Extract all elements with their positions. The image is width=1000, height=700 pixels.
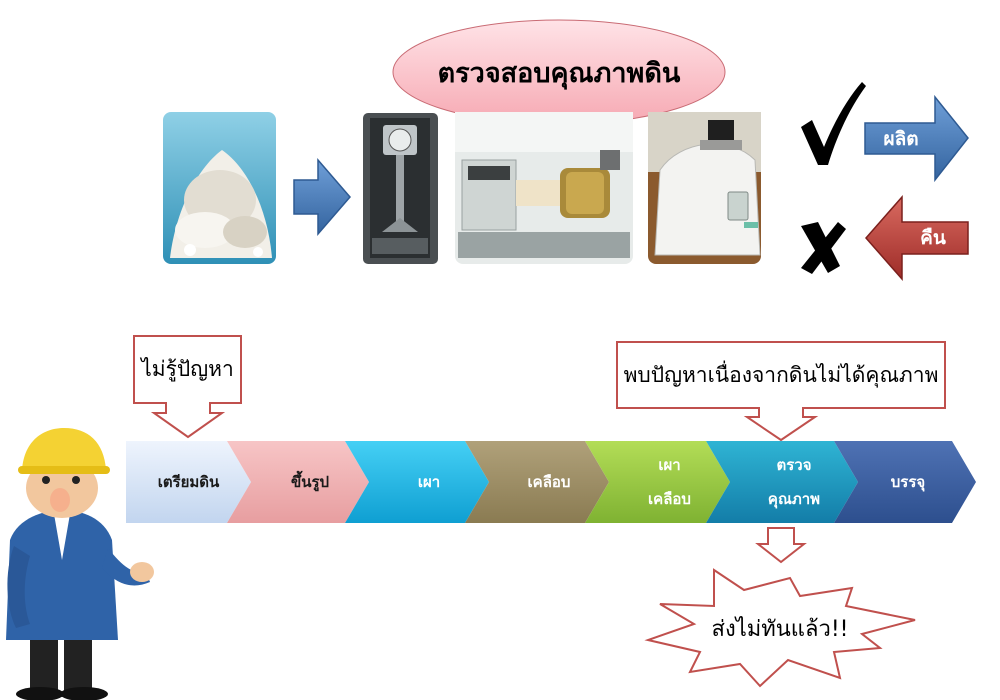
process-step-4-label: เคลือบ <box>489 440 609 524</box>
tensile-tester-photo <box>363 113 438 264</box>
process-step-1-label: เตรียมดิน <box>126 440 251 524</box>
process-step-6[interactable] <box>706 441 858 523</box>
step-label-line1: เตรียมดิน <box>157 473 220 491</box>
process-step-1[interactable] <box>126 441 251 523</box>
step-label-line1: ตรวจ <box>776 456 812 474</box>
step-label-line1: บรรจุ <box>890 473 926 491</box>
return-label: คืน <box>920 227 946 249</box>
color-meter-photo <box>648 112 761 264</box>
process-step-5[interactable] <box>585 441 730 523</box>
clay-powder-photo <box>163 112 276 264</box>
unaware-callout-text: ไม่รู้ปัญหา <box>141 357 234 381</box>
page-title: ตรวจสอบคุณภาพดิน <box>437 57 681 89</box>
process-step-7[interactable] <box>834 441 976 523</box>
down-arrow-icon <box>755 527 807 564</box>
produce-arrow[interactable] <box>864 94 969 183</box>
starburst-callout <box>644 568 916 688</box>
process-step-2[interactable] <box>227 441 369 523</box>
step-label-line2: คุณภาพ <box>767 490 821 508</box>
process-step-3[interactable] <box>345 441 489 523</box>
process-step-6-label: ตรวจ คุณภาพ <box>730 440 858 524</box>
x-icon <box>801 222 846 274</box>
problem-callout-shape <box>616 341 946 442</box>
step-label-line2: เคลือบ <box>648 490 691 508</box>
process-step-3-label: เผา <box>369 440 489 524</box>
right-arrow-icon <box>293 157 351 237</box>
dilatometer-photo <box>455 112 633 264</box>
process-step-4[interactable] <box>465 441 609 523</box>
step-label-line1: ขึ้นรูป <box>290 473 330 491</box>
problem-callout-text: พบปัญหาเนื่องจากดินไม่ได้คุณภาพ <box>623 362 939 387</box>
return-arrow[interactable] <box>865 195 969 281</box>
step-label-line1: เคลือบ <box>527 473 571 491</box>
too-late-callout-text: ส่งไม่ทันแล้ว!! <box>711 616 849 642</box>
step-label-line1: เผา <box>658 456 681 474</box>
process-step-7-label: บรรจุ <box>858 440 958 524</box>
process-chevrons <box>126 441 976 523</box>
process-step-2-label: ขึ้นรูป <box>251 440 369 524</box>
produce-label: ผลิต <box>883 127 919 150</box>
unaware-callout-shape <box>133 335 242 439</box>
process-step-5-label: เผา เคลือบ <box>609 440 730 524</box>
check-icon <box>801 82 866 165</box>
worker-character <box>6 428 154 700</box>
step-label-line1: เผา <box>417 473 441 491</box>
